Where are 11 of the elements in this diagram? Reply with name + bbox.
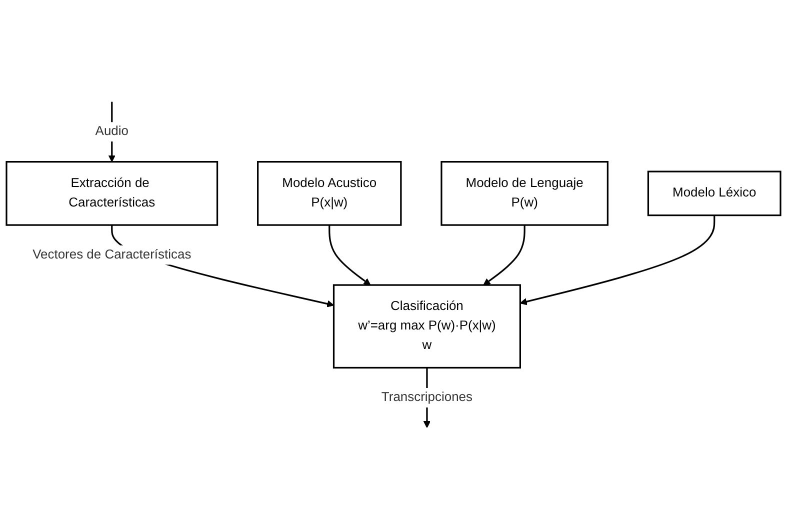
arrow	[483, 225, 526, 286]
arrow	[328, 225, 371, 286]
edge-label: Vectores de Características	[32, 248, 192, 262]
node-box: Clasificación w’=arg max P(w)·P(x|w) w	[332, 284, 521, 369]
arrow	[520, 216, 716, 306]
node-box: Extracción de Características	[6, 161, 218, 226]
node-box: Modelo Acustico P(x|w)	[257, 161, 402, 226]
node-box: Modelo Léxico	[647, 170, 782, 216]
node-box: Modelo de Lenguaje P(w)	[440, 161, 608, 226]
edge-label: Audio	[95, 124, 128, 139]
edge-label: Transcripciones	[381, 390, 473, 404]
